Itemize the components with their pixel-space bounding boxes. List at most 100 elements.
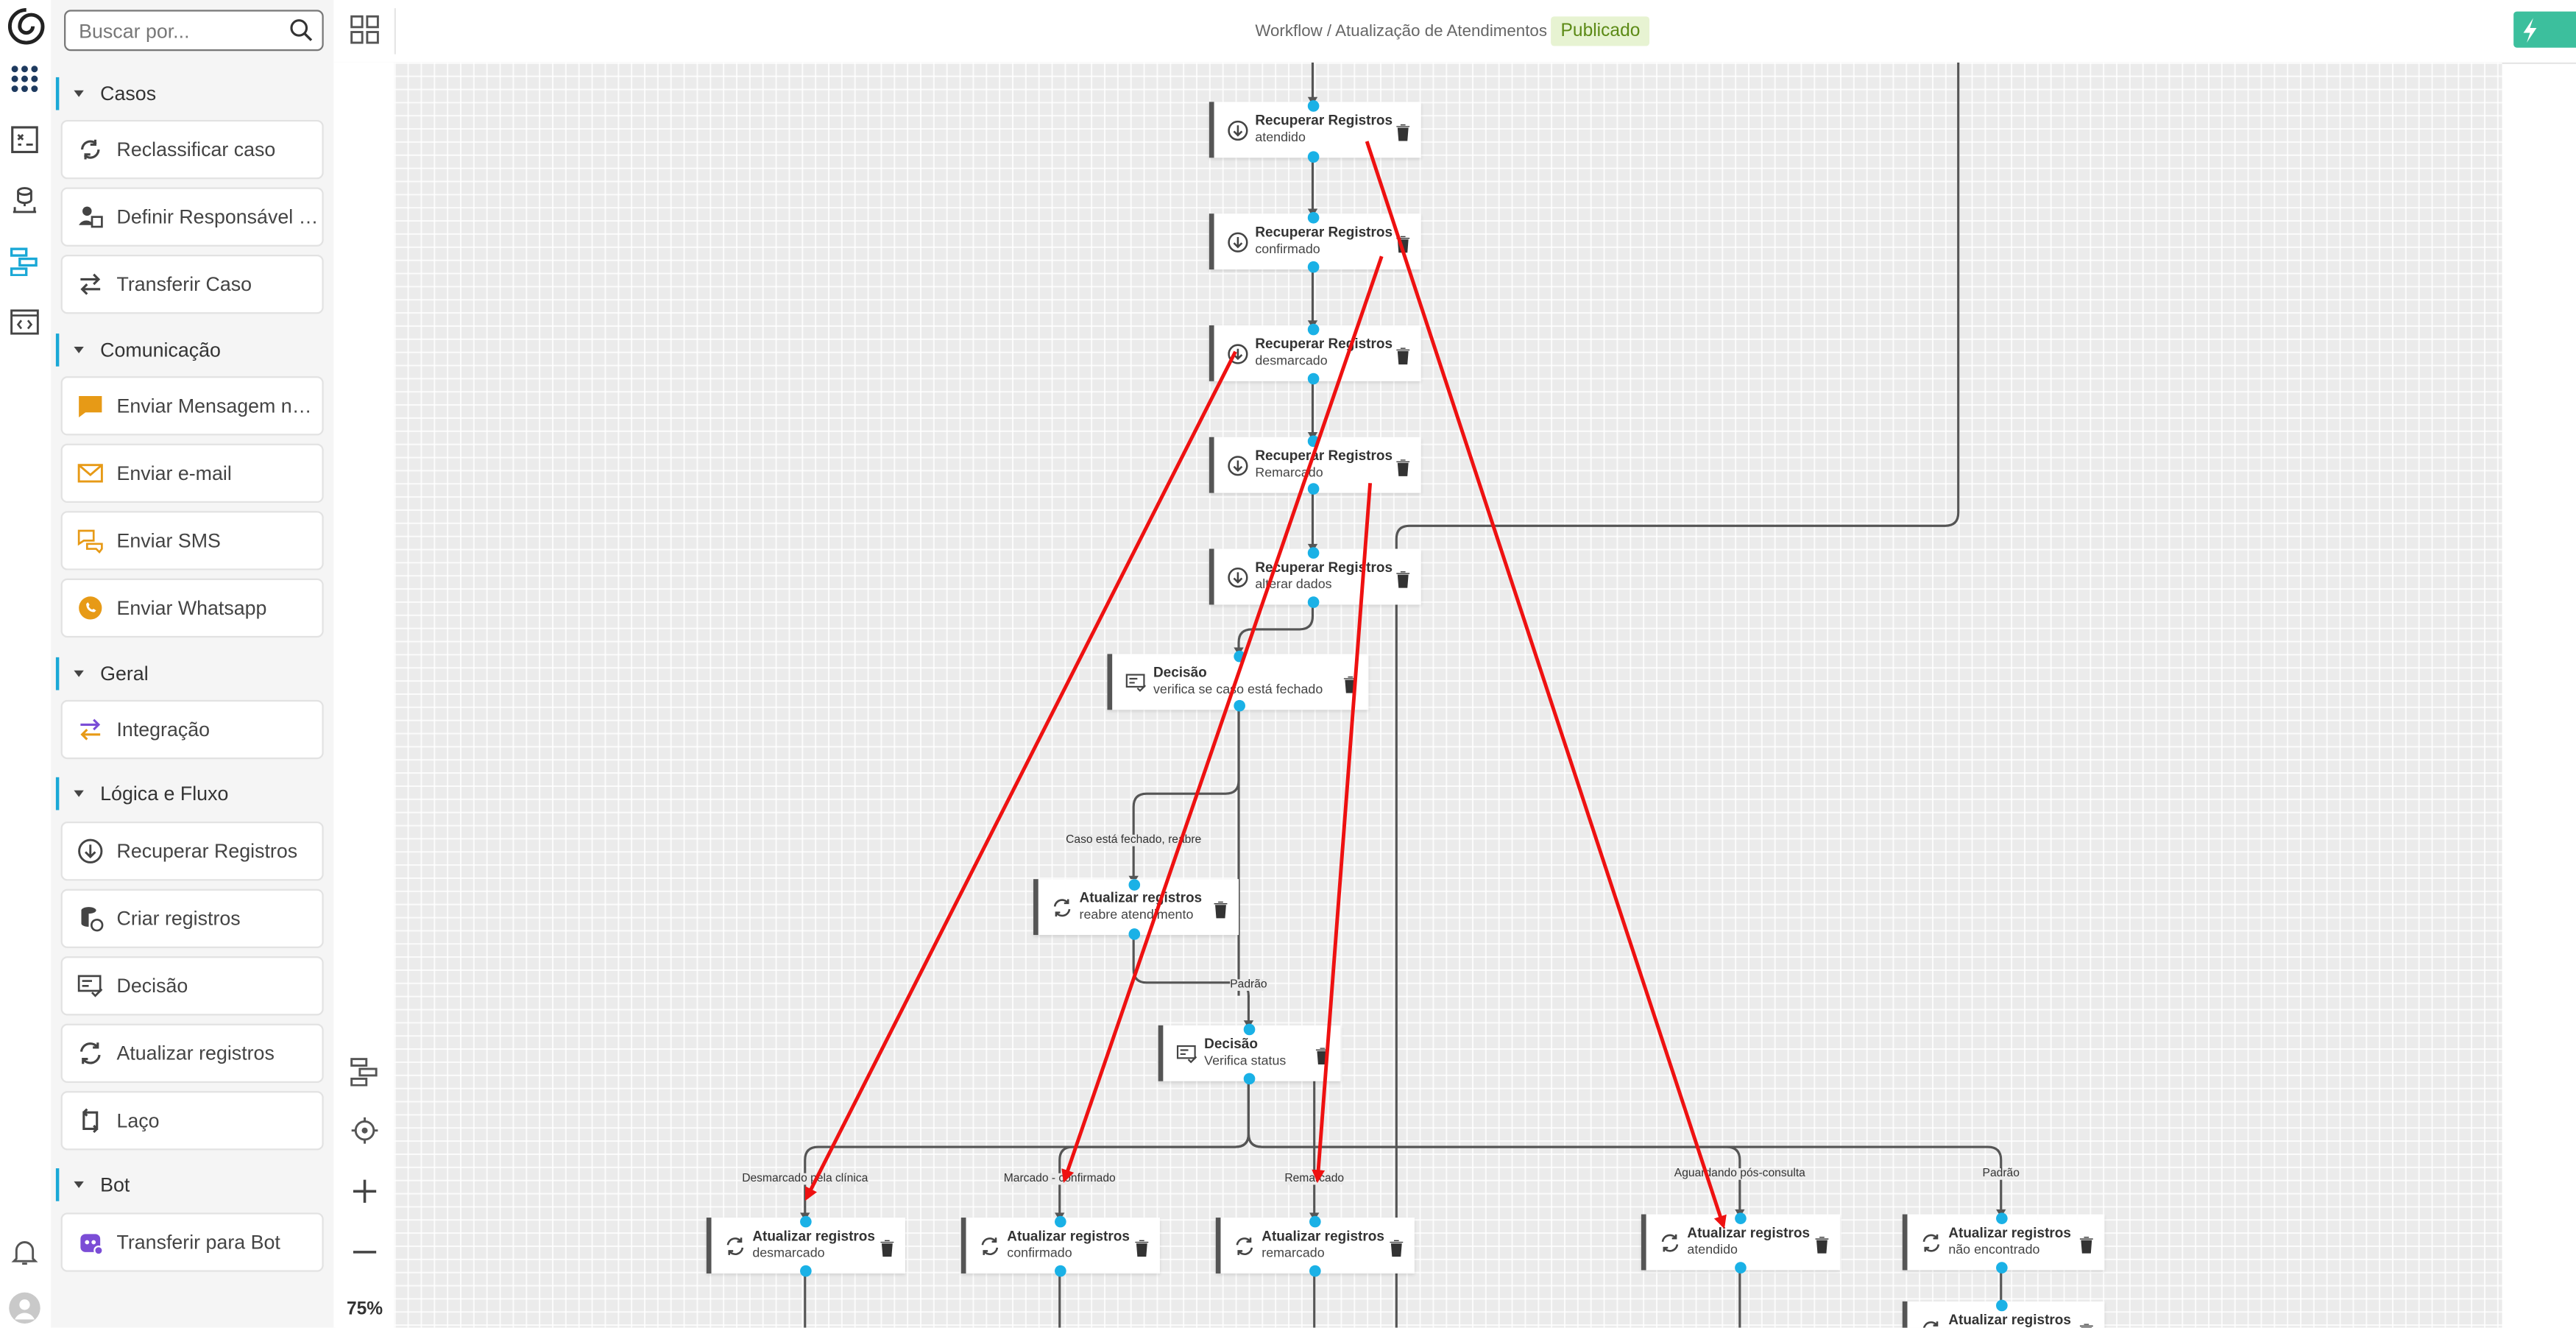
palette-item-transferir-caso[interactable]: Transferir Caso [60, 254, 324, 314]
trash-icon[interactable] [1395, 567, 1411, 596]
zoom-level: 75% [346, 1299, 383, 1320]
edge-label: Remarcado [1284, 1173, 1345, 1185]
section-logica-e-fluxo[interactable]: Lógica e Fluxo [55, 777, 332, 810]
palette-item-reclassificar-caso[interactable]: Reclassificar caso [60, 119, 324, 180]
download-circle-icon [1225, 565, 1248, 588]
center-view-icon[interactable] [347, 1112, 383, 1148]
user-avatar-icon[interactable] [8, 1291, 41, 1324]
search-input[interactable] [75, 18, 288, 45]
palette-item-transferir-bot[interactable]: Transferir para Bot [60, 1212, 324, 1272]
palette-item-enviar-sms[interactable]: Enviar SMS [60, 511, 324, 571]
trash-icon[interactable] [2078, 1319, 2095, 1328]
connector-dot[interactable] [1995, 1261, 2007, 1273]
decision-icon [1124, 671, 1147, 693]
download-circle-icon [1225, 230, 1248, 253]
download-circle-icon [77, 838, 104, 864]
palette-item-atualizar-registros[interactable]: Atualizar registros [60, 1023, 324, 1083]
connector-dot[interactable] [1734, 1261, 1746, 1273]
auto-layout-icon[interactable] [347, 1053, 383, 1089]
connector-dot[interactable] [1308, 1215, 1320, 1227]
lightning-icon [2523, 18, 2537, 43]
trash-icon[interactable] [1395, 232, 1411, 261]
palette-item-decisao[interactable]: Decisão [60, 956, 324, 1016]
trash-icon[interactable] [2078, 1232, 2095, 1262]
sync-icon [1657, 1231, 1680, 1254]
sync-icon [1232, 1234, 1255, 1257]
assign-user-icon [77, 204, 104, 230]
app-rail [0, 0, 52, 1328]
edge-label: Padrão [1982, 1168, 2020, 1180]
palette-item-enviar-email[interactable]: Enviar e-mail [60, 443, 324, 504]
connector-dot[interactable] [1053, 1264, 1066, 1276]
palette-item-recuperar-registros[interactable]: Recuperar Registros [60, 822, 324, 881]
canvas-toolbar: 75% [333, 62, 394, 1328]
connector-dot[interactable] [1306, 211, 1319, 223]
grid-view-icon[interactable] [350, 15, 379, 52]
trash-icon[interactable] [1814, 1232, 1830, 1262]
connector-dot[interactable] [799, 1264, 811, 1276]
trash-icon[interactable] [879, 1236, 895, 1265]
connector-dot[interactable] [1306, 150, 1319, 162]
sync-icon [77, 1040, 104, 1067]
trash-icon[interactable] [1388, 1236, 1404, 1265]
trash-icon[interactable] [1395, 344, 1411, 373]
trash-icon[interactable] [1314, 1043, 1331, 1073]
section-geral[interactable]: Geral [55, 657, 332, 691]
palette-item-criar-registros[interactable]: Criar registros [60, 889, 324, 948]
download-circle-icon [1225, 342, 1248, 364]
trash-icon[interactable] [1395, 120, 1411, 149]
palette-item-definir-responsavel[interactable]: Definir Responsável do... [60, 187, 324, 247]
caret-down-icon [74, 90, 84, 97]
caret-down-icon [74, 1181, 84, 1188]
edge-label: Desmarcado pela clínica [742, 1173, 868, 1185]
palette-item-integracao[interactable]: Integração [60, 699, 324, 760]
workflow-icon[interactable] [8, 245, 41, 278]
trash-icon[interactable] [1395, 455, 1411, 484]
apps-grid-icon[interactable] [8, 63, 41, 96]
connector-dot[interactable] [1734, 1212, 1746, 1223]
code-window-icon[interactable] [8, 305, 41, 339]
edge-label: Caso está fechado, reabre [1066, 834, 1202, 847]
connector-dot[interactable] [799, 1215, 811, 1227]
palette-item-enviar-mensagem[interactable]: Enviar Mensagem no C... [60, 376, 324, 436]
connector-dot[interactable] [1995, 1212, 2007, 1223]
connector-dot[interactable] [1306, 99, 1319, 111]
palette-item-laco[interactable]: Laço [60, 1091, 324, 1151]
connector-dot[interactable] [1995, 1299, 2007, 1311]
section-casos[interactable]: Casos [55, 77, 332, 110]
database-icon[interactable] [8, 184, 41, 217]
sync-icon [977, 1234, 1000, 1257]
chat-bubble-icon [77, 392, 104, 419]
decision-icon [1175, 1042, 1197, 1064]
run-button[interactable] [2513, 11, 2576, 48]
connector-dot[interactable] [1053, 1215, 1066, 1227]
forms-icon[interactable] [8, 123, 41, 156]
zoom-in-icon[interactable] [347, 1173, 383, 1209]
integration-icon [77, 716, 104, 743]
trash-icon[interactable] [1133, 1236, 1150, 1265]
search-box [64, 10, 324, 52]
trash-icon[interactable] [1212, 897, 1228, 927]
section-comunicacao[interactable]: Comunicação [55, 333, 332, 367]
connector-dot[interactable] [1308, 1264, 1320, 1276]
loop-icon [77, 1107, 104, 1134]
sms-icon [77, 528, 104, 554]
sync-icon [1050, 896, 1072, 919]
database-add-icon [77, 905, 104, 932]
search-icon[interactable] [289, 18, 314, 43]
section-bot[interactable]: Bot [55, 1168, 332, 1201]
palette-item-enviar-whatsapp[interactable]: Enviar Whatsapp [60, 578, 324, 638]
bell-icon[interactable] [8, 1236, 41, 1269]
top-bar: Workflow / Atualização de Atendimentos P… [333, 0, 2576, 65]
zoom-out-icon[interactable] [347, 1234, 383, 1270]
breadcrumb: Workflow / Atualização de Atendimentos [1255, 23, 1548, 41]
logo-icon[interactable] [7, 7, 46, 46]
decision-icon [77, 972, 104, 999]
sync-icon [723, 1234, 746, 1257]
trash-icon[interactable] [1342, 672, 1359, 702]
